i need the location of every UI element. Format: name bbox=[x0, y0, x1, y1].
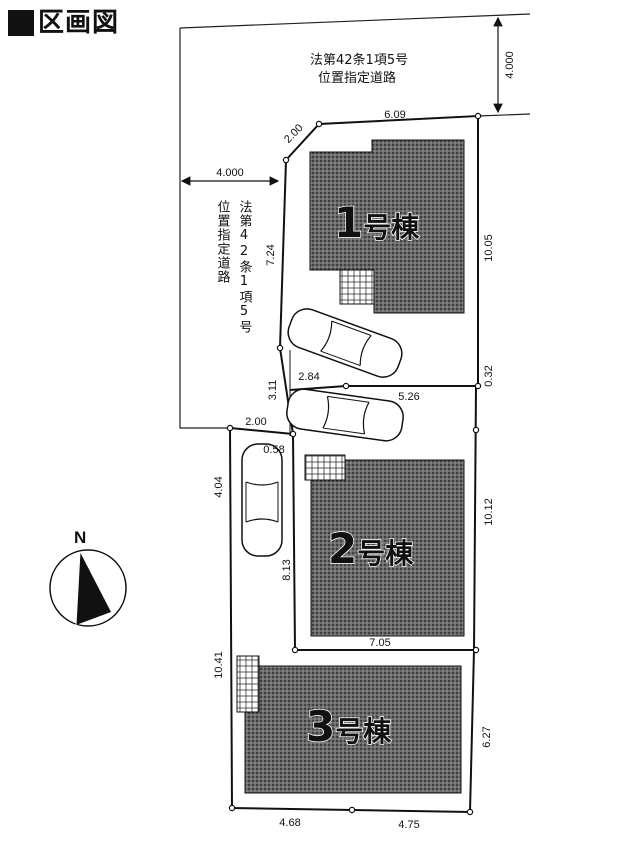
dim-lot3-right: 6.27 bbox=[481, 726, 493, 747]
dim-lot2-right: 10.12 bbox=[483, 498, 495, 526]
road-left-label-line2: 位置指定道路 bbox=[215, 200, 231, 284]
boundary-markers bbox=[226, 112, 482, 816]
car-icon-2 bbox=[286, 388, 404, 442]
building-2-suffix: 号棟 bbox=[357, 537, 414, 570]
dim-lot2-top-left: 2.84 bbox=[298, 371, 319, 383]
road-left-label-line1: 法第42条1項5号 bbox=[237, 200, 253, 334]
building-3-suffix: 号棟 bbox=[335, 715, 392, 748]
compass-icon bbox=[49, 549, 127, 627]
dim-lot1-left: 7.24 bbox=[265, 244, 277, 265]
dim-lot3-bottom-right: 4.75 bbox=[398, 819, 419, 831]
road-width-dimension bbox=[180, 16, 503, 186]
road-top-label-line2: 位置指定道路 bbox=[318, 70, 396, 86]
road-outline bbox=[179, 13, 531, 429]
building-1-label: 1号棟 bbox=[334, 198, 420, 247]
porch-grid-2 bbox=[304, 454, 346, 481]
car-icon-3 bbox=[241, 443, 283, 557]
dim-lot1-top: 6.09 bbox=[384, 109, 405, 121]
road-top-label-line1: 法第42条1項5号 bbox=[310, 52, 408, 68]
dim-lot3-left: 10.41 bbox=[213, 651, 225, 679]
heading-square-icon bbox=[8, 10, 34, 36]
compass-north-label: N bbox=[74, 528, 86, 547]
building-1-number: 1 bbox=[334, 198, 363, 247]
heading-label: 区画図 bbox=[38, 8, 120, 38]
building-1-suffix: 号棟 bbox=[363, 211, 420, 244]
car-icon-1 bbox=[287, 308, 403, 378]
dim-drive-width: 3.11 bbox=[267, 380, 279, 401]
dim-lot1-right: 10.05 bbox=[483, 234, 495, 262]
dim-entry-offset: 0.58 bbox=[263, 444, 284, 456]
dim-lot3-upper-left: 4.04 bbox=[213, 476, 225, 497]
dim-lot2-offset: 0.32 bbox=[483, 365, 495, 386]
building-3-label: 3号棟 bbox=[306, 702, 392, 751]
dim-lot3-entry: 2.00 bbox=[245, 416, 266, 428]
page-heading: 区画図 bbox=[8, 6, 119, 40]
road-left-width: 4.000 bbox=[216, 167, 244, 179]
dim-lot2-left: 8.13 bbox=[281, 559, 293, 580]
road-top-width: 4.000 bbox=[504, 51, 516, 79]
building-2-label: 2号棟 bbox=[328, 524, 414, 573]
dim-lot3-bottom-left: 4.68 bbox=[279, 817, 300, 829]
porch-grid-3 bbox=[236, 655, 260, 713]
dim-lot2-bottom: 7.05 bbox=[369, 637, 390, 649]
dim-lot2-top: 5.26 bbox=[398, 391, 419, 403]
porch-grid-1 bbox=[339, 269, 375, 305]
porch-grids bbox=[236, 269, 375, 713]
building-2-number: 2 bbox=[328, 524, 357, 573]
building-3-number: 3 bbox=[306, 702, 335, 751]
